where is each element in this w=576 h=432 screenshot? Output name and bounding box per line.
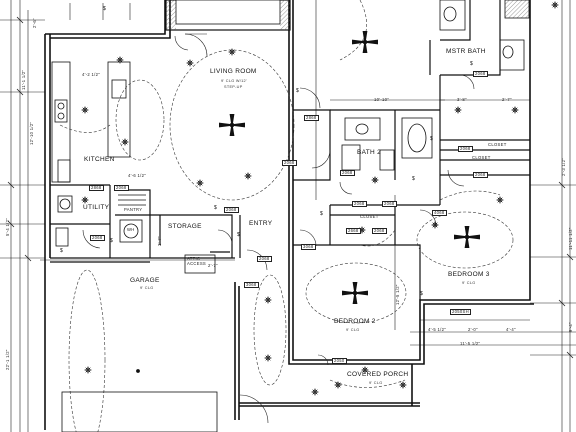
closet-label: CLOSET [488,142,507,147]
attic-access-label: ATTIC [187,256,201,261]
ceiling-fan-icon [352,31,378,53]
garage-details [61,254,218,432]
dimension-text: 2'-7" [502,97,512,102]
closet-label: CLOSET [360,214,379,219]
dimension-text: 2'-6" [32,18,37,28]
wiring-lines [59,0,514,432]
door-tag: 2068 [372,228,387,235]
closet-label: CLOSET [472,155,491,160]
dimension-text: 11'-1 1/2" [21,69,26,90]
bath-2-label: BATH 2 [357,149,382,156]
dimension-text: 10'-10" [374,97,390,102]
dimension-text: 4'-4" [506,327,516,332]
ceiling-fan-icon [454,226,480,248]
light-fixture-icons [81,1,559,396]
door-tag: 2068 [352,201,367,208]
dimension-text: 4'-2 1/2" [82,72,101,77]
door-tag: 2050 [332,358,347,365]
door-tag: 2068 [340,170,355,177]
dimension-text: 12'-10 1/2" [29,121,34,145]
living-room-label: LIVING ROOM [210,68,257,75]
bedroom-3-label: BEDROOM 3 [448,271,490,278]
bath-fixtures [341,0,530,171]
door-tag: 2068 [382,201,397,208]
porch-ceiling-note: 9' CLG [369,381,383,385]
door-tag: 2068 [224,207,239,214]
door-tag: 2068 [282,160,297,167]
dimension-text: 2'-3 1/2" [561,157,566,176]
dimension-text: 11'-11 1/2" [568,227,573,250]
attic-access-label: ACCESS [187,261,207,266]
dimension-text: 22'-1 1/2" [5,349,10,370]
door-tag: 3068 [301,244,316,251]
door-tag: 2068 [473,172,488,179]
ceiling-fan-icon [219,114,245,136]
bedroom-2-label: BEDROOM 2 [334,318,376,325]
bedroom-3-ceiling-note: 9' CLG [462,281,476,285]
storage-label: STORAGE [168,223,202,230]
kitchen-label: KITCHEN [84,156,115,163]
door-tag: 2868 [89,185,104,192]
door-swings [82,33,475,424]
door-tag: 3068 [244,282,259,289]
dimension-text: 4'-5 1/2" [428,327,447,332]
dimension-text: 5'-4 1/2" [5,217,10,236]
garage-ceiling-note: 9' CLG [140,286,154,290]
entry-label: ENTRY [249,220,273,227]
pantry-label: PANTRY [124,207,143,212]
dimension-text: 4'-6 1/2" [128,173,147,178]
dimension-text: 2'-0" [468,327,478,332]
dimension-text: 3'-8" [457,97,467,102]
master-bath-label: MSTR BATH [446,48,486,55]
switch-icons [60,6,473,297]
covered-porch-label: COVERED PORCH [347,371,409,378]
door-tag: 2068 [458,146,473,153]
bedroom-2-ceiling-note: 9' CLG [346,328,360,332]
water-heater-label: WH [127,227,135,232]
living-room-note: STEP-UP [224,85,243,89]
dimension-text: 12'-5 1/2" [395,284,400,305]
door-tag: 2868 [304,115,319,122]
dimension-text: 9'-4" [568,322,573,332]
door-tag: 2068 [114,185,129,192]
living-room-note: 9' CLG W/12' [221,79,247,83]
door-tag: 2668 [346,228,361,235]
utility-label: UTILITY [83,204,110,211]
kitchen-counters [51,61,146,247]
door-tag: 2068 [473,71,488,78]
dimension-text: 2'-7" [157,236,162,246]
door-tag: 2068 [90,235,105,242]
door-tag: 2068 [257,256,272,263]
door-tag: 4068 [432,210,447,217]
garage-label: GARAGE [130,277,160,284]
dimension-text: 11'-5 1/2" [460,341,481,346]
ceiling-fan-icon [342,282,368,304]
door-tag: 2050SH [450,309,471,316]
dimension-text: 2'-7" [208,263,218,268]
